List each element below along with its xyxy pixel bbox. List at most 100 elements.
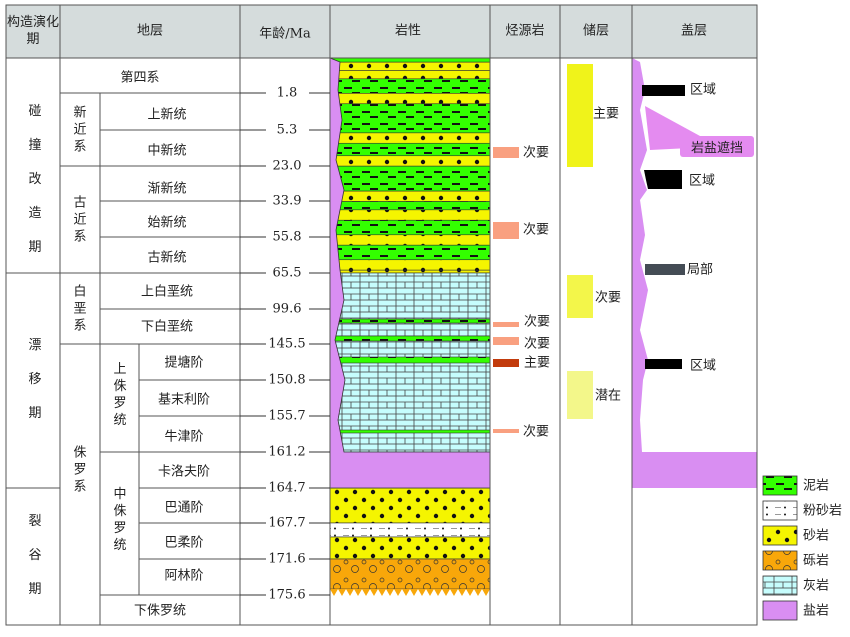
stage-aalenian: 阿林阶 — [164, 568, 204, 584]
cap-label: 区域 — [690, 358, 717, 374]
sandstone-layer — [329, 132, 491, 144]
system-cretaceous: 白垩系 — [73, 284, 87, 334]
cap-bars — [642, 85, 685, 369]
sandstone-layer — [329, 93, 491, 105]
cap-label: 区域 — [690, 82, 717, 98]
conglomerate-base — [330, 589, 490, 596]
header-age: 年龄/Ma — [259, 26, 311, 42]
mudstone-layer — [329, 318, 491, 324]
mudstone-layer — [329, 57, 491, 63]
sandstone-layer — [329, 70, 491, 80]
stage-kimmeridgian: 基末利阶 — [157, 392, 211, 408]
header-source-rock: 烃源岩 — [505, 23, 545, 39]
source-rock-label: 次要 — [523, 145, 550, 161]
legend-label-sandstone: 砂岩 — [803, 528, 830, 544]
stage-callovian: 卡洛夫阶 — [157, 464, 211, 480]
cap-label: 局部 — [687, 262, 714, 278]
sandstone-layer — [329, 190, 491, 202]
mudstone-layer — [329, 165, 491, 192]
system-neogene: 新近系 — [73, 105, 87, 155]
mudstone-layer — [329, 78, 491, 94]
source-rock-label: 主要 — [524, 355, 551, 371]
header-period: 构造演化期 — [6, 15, 59, 47]
salt-barrier-callout: 岩盐遮挡 — [680, 136, 754, 157]
age-label: 23.0 — [270, 158, 304, 174]
age-label: 65.5 — [270, 265, 304, 281]
cap-label: 区域 — [689, 173, 716, 189]
header-lithology: 岩性 — [394, 23, 422, 39]
age-label: 167.7 — [266, 515, 308, 531]
system-jurassic: 侏罗系 — [73, 445, 87, 495]
stage-tithonian: 提塘阶 — [164, 355, 204, 371]
sandstone-layer — [329, 269, 491, 274]
siltstone-layer — [329, 522, 491, 538]
mudstone-layer — [329, 356, 491, 364]
age-label: 164.7 — [266, 480, 308, 496]
mudstone-layer — [329, 201, 491, 211]
lithology-column — [329, 57, 491, 596]
legend-label-limestone: 灰岩 — [803, 578, 830, 594]
source-rock-markers — [493, 147, 519, 433]
header-strata: 地层 — [136, 23, 164, 39]
series-pliocene: 上新统 — [147, 107, 187, 123]
age-label: 1.8 — [274, 85, 300, 101]
series-paleocene: 古新统 — [147, 250, 187, 266]
period-drift: 漂移期 — [28, 338, 42, 421]
period-rift: 裂谷期 — [28, 514, 42, 597]
sandstone-layer — [329, 155, 491, 167]
series-miocene: 中新统 — [147, 143, 187, 159]
series-lower-cretaceous: 下白垩统 — [140, 319, 194, 335]
legend-label-mudstone: 泥岩 — [803, 478, 830, 494]
sandstone-layer — [329, 259, 491, 271]
reservoir-bars — [567, 64, 593, 419]
source-rock-label: 次要 — [524, 314, 551, 330]
age-label: 161.2 — [266, 444, 308, 460]
series-middle-jurassic: 中侏罗统 — [113, 487, 127, 553]
reservoir-label: 潜在 — [595, 388, 622, 404]
series-oligocene: 渐新统 — [147, 181, 187, 197]
period-collision: 碰撞改造期 — [28, 104, 42, 255]
legend-swatches — [762, 475, 798, 621]
system-quaternary: 第四系 — [120, 70, 160, 86]
conglomerate-layer — [329, 558, 491, 590]
reservoir-label: 主要 — [593, 106, 620, 122]
header-cap: 盖层 — [680, 23, 708, 39]
age-label: 171.6 — [266, 551, 308, 567]
stage-bathonian: 巴通阶 — [164, 500, 204, 516]
stage-oxfordian: 牛津阶 — [164, 429, 204, 445]
series-upper-cretaceous: 上白垩统 — [140, 284, 194, 300]
stage-bajocian: 巴柔阶 — [164, 535, 204, 551]
age-label: 175.6 — [266, 587, 308, 603]
source-rock-label: 次要 — [524, 336, 551, 352]
age-label: 99.6 — [270, 301, 304, 317]
legend-label-salt: 盐岩 — [803, 603, 830, 619]
age-label: 150.8 — [266, 372, 308, 388]
mudstone-layer — [329, 244, 491, 261]
source-rock-label: 次要 — [523, 424, 550, 440]
mudstone-layer — [329, 429, 491, 434]
mudstone-layer — [329, 335, 491, 342]
sandstone-layer — [329, 61, 491, 71]
age-label: 145.5 — [266, 336, 308, 352]
age-label: 155.7 — [266, 408, 308, 424]
series-upper-jurassic: 上侏罗统 — [113, 362, 127, 428]
legend-label-conglomerate: 砾岩 — [803, 553, 830, 569]
age-label: 5.3 — [274, 122, 300, 138]
series-eocene: 始新统 — [147, 215, 187, 231]
sandstone-layer — [329, 536, 491, 560]
system-paleogene: 古近系 — [73, 195, 87, 245]
sandstone-layer — [329, 234, 491, 246]
sandstone-layer — [329, 487, 491, 524]
series-lower-jurassic: 下侏罗统 — [133, 603, 187, 619]
mudstone-layer — [329, 103, 491, 134]
reservoir-label: 次要 — [595, 290, 622, 306]
mudstone-layer — [329, 219, 491, 236]
source-rock-label: 次要 — [523, 222, 550, 238]
age-label: 33.9 — [270, 193, 304, 209]
legend-label-siltstone: 粉砂岩 — [803, 503, 843, 519]
mudstone-layer — [329, 142, 491, 157]
header-reservoir: 储层 — [582, 23, 610, 39]
sandstone-layer — [329, 209, 491, 221]
